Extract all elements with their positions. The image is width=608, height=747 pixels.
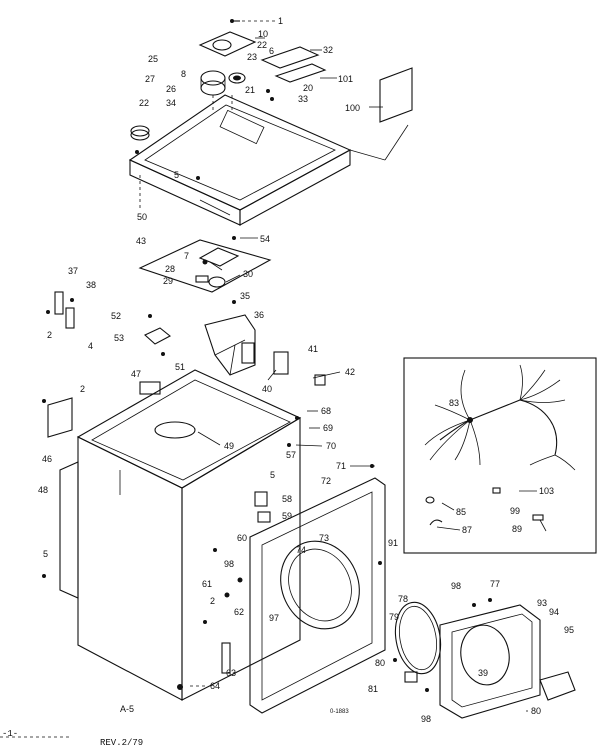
callout-47: 47: [131, 369, 141, 379]
callout-98b: 98: [451, 581, 461, 591]
callout-85: 85: [456, 507, 466, 517]
callout-100: 100: [345, 103, 360, 113]
callout-97: 97: [269, 613, 279, 623]
callout-33: 33: [298, 94, 308, 104]
callout-34: 34: [166, 98, 176, 108]
callout-98c: 98: [421, 714, 431, 724]
callout-87: 87: [462, 525, 472, 535]
drawing-number: 0-1883: [330, 709, 349, 715]
footer-page-number: -1-: [2, 729, 18, 739]
callout-80b: 80: [531, 706, 541, 716]
callout-29: 29: [163, 276, 173, 286]
switch-bracket-assembly: [138, 236, 272, 293]
callout-83: 83: [449, 398, 459, 408]
callout-36: 36: [254, 310, 264, 320]
callout-39: 39: [478, 668, 488, 678]
callout-30: 30: [243, 269, 253, 279]
callout-6: 6: [269, 46, 274, 56]
callout-68: 68: [321, 406, 331, 416]
callout-32: 32: [323, 45, 333, 55]
callout-95: 95: [564, 625, 574, 635]
callout-58: 58: [282, 494, 292, 504]
callout-51: 51: [175, 362, 185, 372]
callout-22: 22: [257, 40, 267, 50]
callout-60: 60: [237, 533, 247, 543]
callout-48: 48: [38, 485, 48, 495]
callout-35: 35: [240, 291, 250, 301]
callout-57: 57: [286, 450, 296, 460]
callout-79: 79: [389, 612, 399, 622]
callout-5b: 5: [270, 470, 275, 480]
dispenser-assembly: [204, 300, 326, 386]
hinge-bracket: [46, 291, 75, 329]
callout-72: 72: [321, 476, 331, 486]
callout-53: 53: [114, 333, 124, 343]
callout-61: 61: [202, 579, 212, 589]
callout-40: 40: [262, 384, 272, 394]
callout-103: 103: [539, 486, 554, 496]
callout-70: 70: [326, 441, 336, 451]
callout-37: 37: [68, 266, 78, 276]
front-panel: [249, 477, 386, 714]
bracket-52-53: [144, 314, 171, 356]
callout-98: 98: [224, 559, 234, 569]
footer-revision: REV.2/79: [100, 738, 143, 747]
callout-50: 50: [137, 212, 147, 222]
callout-63: 63: [226, 668, 236, 678]
callout-2b: 2: [80, 384, 85, 394]
callout-99: 99: [510, 506, 520, 516]
callout-7: 7: [184, 251, 189, 261]
callout-2: 2: [47, 330, 52, 340]
callout-94: 94: [549, 607, 559, 617]
callout-25: 25: [148, 54, 158, 64]
callout-42: 42: [345, 367, 355, 377]
callout-5c: 5: [43, 549, 48, 559]
section-label: A-5: [120, 704, 134, 714]
callout-21: 21: [245, 85, 255, 95]
callout-2c: 2: [210, 596, 215, 606]
callout-27: 27: [145, 74, 155, 84]
callout-5: 5: [174, 170, 179, 180]
callout-91: 91: [388, 538, 398, 548]
callout-78: 78: [398, 594, 408, 604]
leader-lines: [190, 20, 547, 712]
callout-1: 1: [278, 16, 283, 26]
callout-10: 10: [258, 29, 268, 39]
callout-8: 8: [181, 69, 186, 79]
callout-73: 73: [319, 533, 329, 543]
callout-81: 81: [368, 684, 378, 694]
callout-69: 69: [323, 423, 333, 433]
top-cover-assembly: [128, 19, 413, 226]
callout-4: 4: [88, 341, 93, 351]
callout-54: 54: [260, 234, 270, 244]
callout-46: 46: [42, 454, 52, 464]
callout-64: 64: [210, 681, 220, 691]
callout-41: 41: [308, 344, 318, 354]
callout-38: 38: [86, 280, 96, 290]
callout-49: 49: [224, 441, 234, 451]
callout-23: 23: [247, 52, 257, 62]
callout-62: 62: [234, 607, 244, 617]
callout-89: 89: [512, 524, 522, 534]
callout-22b: 22: [139, 98, 149, 108]
callout-20: 20: [303, 83, 313, 93]
callout-71: 71: [336, 461, 346, 471]
callout-80: 80: [375, 658, 385, 668]
door-assembly: [393, 598, 576, 719]
callout-77: 77: [490, 579, 500, 589]
callout-43: 43: [136, 236, 146, 246]
callout-93: 93: [537, 598, 547, 608]
footer: -1- REV.2/79: [0, 729, 143, 747]
wiring-harness-inset: [403, 357, 597, 554]
callout-74: 74: [296, 545, 306, 555]
callout-59: 59: [282, 511, 292, 521]
callout-26: 26: [166, 84, 176, 94]
callout-28: 28: [165, 264, 175, 274]
callout-101: 101: [338, 74, 353, 84]
callout-52: 52: [111, 311, 121, 321]
callout-labels: 1 10 22 6 32 25 27 8 23 101 26 21 20 33 …: [38, 16, 574, 724]
